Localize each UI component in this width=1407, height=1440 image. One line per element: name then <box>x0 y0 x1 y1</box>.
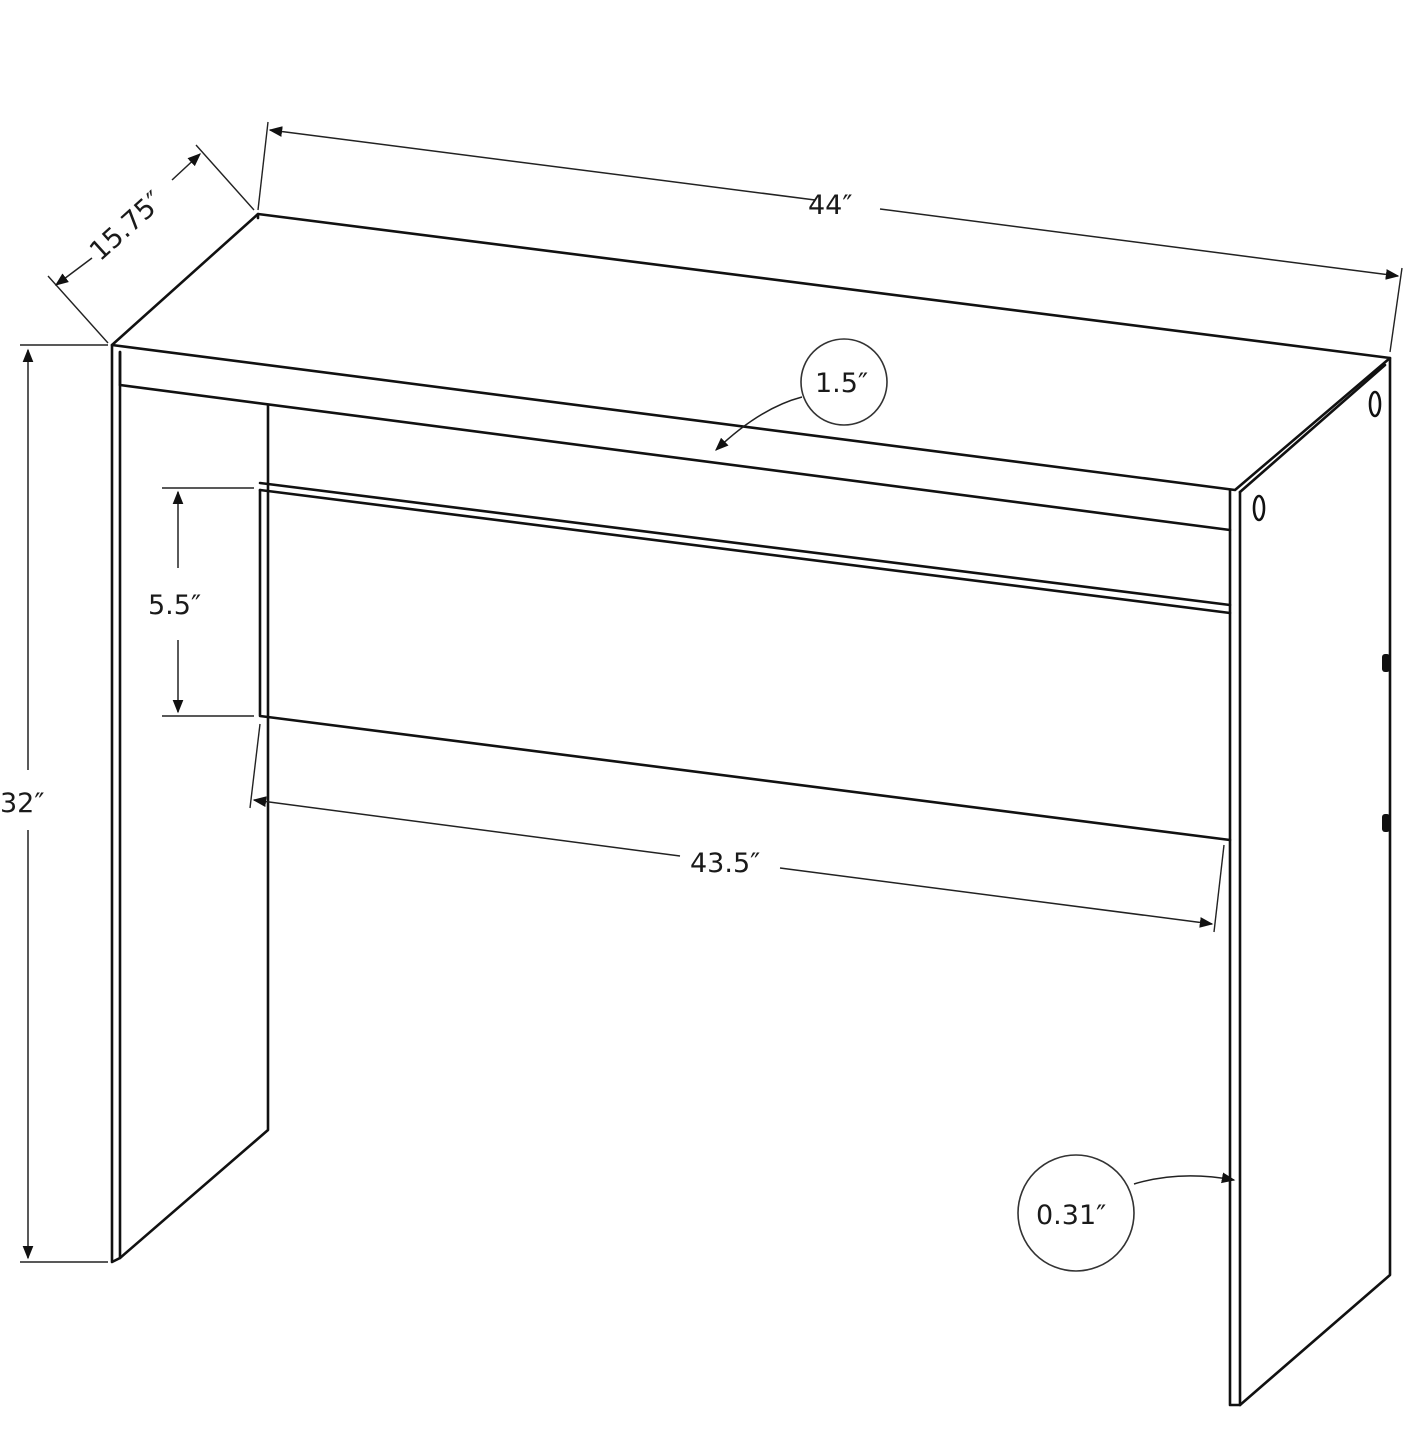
label-apron-height: 5.5″ <box>148 590 201 621</box>
dimension-width: 44″ <box>257 121 1403 353</box>
label-inner-width: 43.5″ <box>690 848 760 879</box>
connector-icon <box>1382 654 1390 672</box>
hole-icon <box>1368 390 1382 418</box>
connector-icon <box>1382 814 1390 832</box>
right-side-panel <box>1228 356 1392 1407</box>
label-height: 32″ <box>0 788 44 819</box>
callout-top-thickness: 1.5″ <box>715 338 888 451</box>
apron-panel <box>258 481 1232 842</box>
dimension-inner-width: 43.5″ <box>249 723 1225 933</box>
label-top-thickness: 1.5″ <box>815 368 868 399</box>
label-panel-thickness: 0.31″ <box>1036 1200 1106 1231</box>
left-side-panel <box>110 212 270 1264</box>
dimension-apron-height: 5.5″ <box>148 487 254 717</box>
dimension-height: 32″ <box>0 344 108 1263</box>
label-width: 44″ <box>808 190 852 221</box>
label-depth: 15.75″ <box>84 186 170 268</box>
hole-icon <box>1252 494 1266 522</box>
tabletop <box>110 212 1392 532</box>
callout-panel-thickness: 0.31″ <box>1017 1154 1236 1272</box>
